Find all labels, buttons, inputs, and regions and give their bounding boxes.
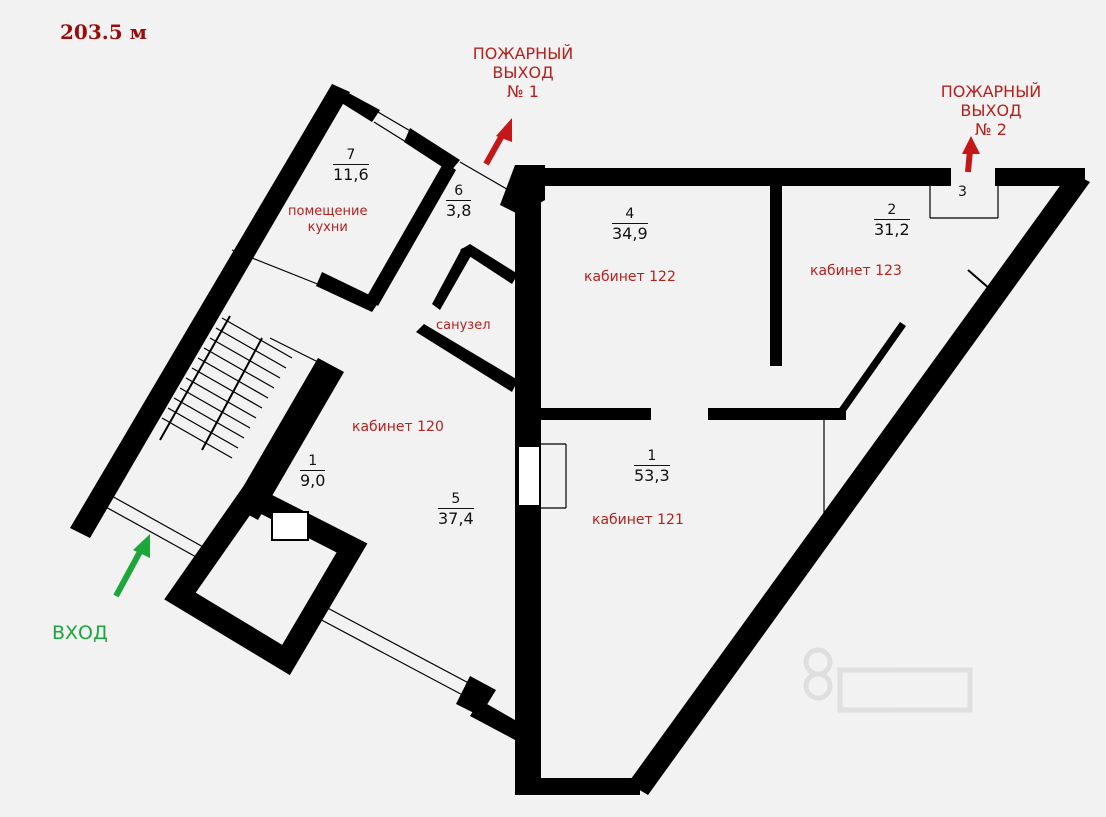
room-4-value: 34,9 <box>612 223 648 243</box>
wall-kitchen-top <box>404 128 460 172</box>
total-area-label: 203.5 м <box>60 20 147 44</box>
room-6-area: 6 3,8 <box>446 184 472 220</box>
room-7-value: 11,6 <box>333 164 369 184</box>
wall-partition-122-123 <box>770 186 782 366</box>
room-2-number: 2 <box>874 203 910 220</box>
fire-exit-1-label: ПОЖАРНЫЙ ВЫХОД № 1 <box>448 44 598 102</box>
fire-exit-2-line2: ВЫХОД <box>960 101 1022 121</box>
wall-box <box>164 481 368 676</box>
wall-bottom-join <box>470 700 515 740</box>
wall-kitchen-bottom <box>316 272 380 312</box>
room-1a-value: 9,0 <box>300 470 326 490</box>
room-5-area: 5 37,4 <box>438 492 474 527</box>
thin-lines <box>103 111 999 701</box>
room-1b-area: 1 53,3 <box>634 449 670 484</box>
wall-bottom <box>515 778 640 795</box>
wall-top-right-2 <box>995 168 1085 186</box>
fire-exit-2-line1: ПОЖАРНЫЙ <box>940 82 1042 101</box>
room-1b-number: 1 <box>634 449 670 466</box>
kitchen-label: помещение кухни <box>288 204 367 235</box>
room-4-number: 4 <box>612 207 648 224</box>
exit-arrows <box>113 118 980 598</box>
office-123-label: кабинет 123 <box>810 263 902 279</box>
wall-restroom-bottom <box>416 324 518 392</box>
entrance-label: ВХОД <box>52 622 108 644</box>
fire-exit-2-line3: № 2 <box>975 120 1007 140</box>
room-6-number: 6 <box>446 184 472 201</box>
walls <box>70 84 1090 795</box>
wall-top-left <box>332 84 380 122</box>
wall-restroom-left <box>432 248 472 310</box>
wall-left-outer <box>70 84 350 538</box>
fire-exit-1-line3: № 1 <box>507 82 539 102</box>
fire-exit-1-line1: ПОЖАРНЫЙ <box>472 44 574 63</box>
room-2-value: 31,2 <box>874 219 910 239</box>
room-3-number: 3 <box>958 184 967 200</box>
room-4-area: 4 34,9 <box>612 207 648 242</box>
kitchen-line1: помещение <box>288 204 368 219</box>
office-122-label: кабинет 122 <box>584 269 676 285</box>
wall-top-right-1 <box>541 168 951 186</box>
entrance-arrow <box>113 546 145 598</box>
restroom-label: санузел <box>436 318 491 333</box>
room-1a-number: 1 <box>300 454 326 471</box>
fire-exit-1-arrowhead <box>496 118 512 142</box>
wall-right-diagonal <box>628 172 1090 795</box>
wall-partition-h1 <box>541 408 651 420</box>
wall-partition-h2 <box>708 408 846 420</box>
room-6-value: 3,8 <box>446 200 472 220</box>
room-1a-area: 1 9,0 <box>300 454 326 490</box>
office-120-label: кабинет 120 <box>352 419 444 435</box>
room-7-area: 7 11,6 <box>333 148 369 183</box>
kitchen-line2: кухни <box>307 219 348 235</box>
room-2-area: 2 31,2 <box>874 203 910 238</box>
staircase <box>159 315 293 459</box>
fire-exit-2-arrowhead <box>962 136 980 154</box>
room-3-area: 3 <box>958 184 967 200</box>
entrance-arrowhead <box>133 534 150 558</box>
fire-exit-1-line2: ВЫХОД <box>492 63 554 83</box>
watermark <box>803 647 973 713</box>
office-121-label: кабинет 121 <box>592 512 684 528</box>
room-5-number: 5 <box>438 492 474 509</box>
room-7-number: 7 <box>333 148 369 165</box>
fire-exit-2-label: ПОЖАРНЫЙ ВЫХОД № 2 <box>916 82 1066 140</box>
wall-restroom-top <box>460 244 518 284</box>
wall-stair-core <box>232 358 344 520</box>
room-1b-value: 53,3 <box>634 465 670 485</box>
wall-kitchen-right <box>366 162 456 306</box>
wall-diag-123 <box>838 322 906 414</box>
room-5-value: 37,4 <box>438 508 474 528</box>
